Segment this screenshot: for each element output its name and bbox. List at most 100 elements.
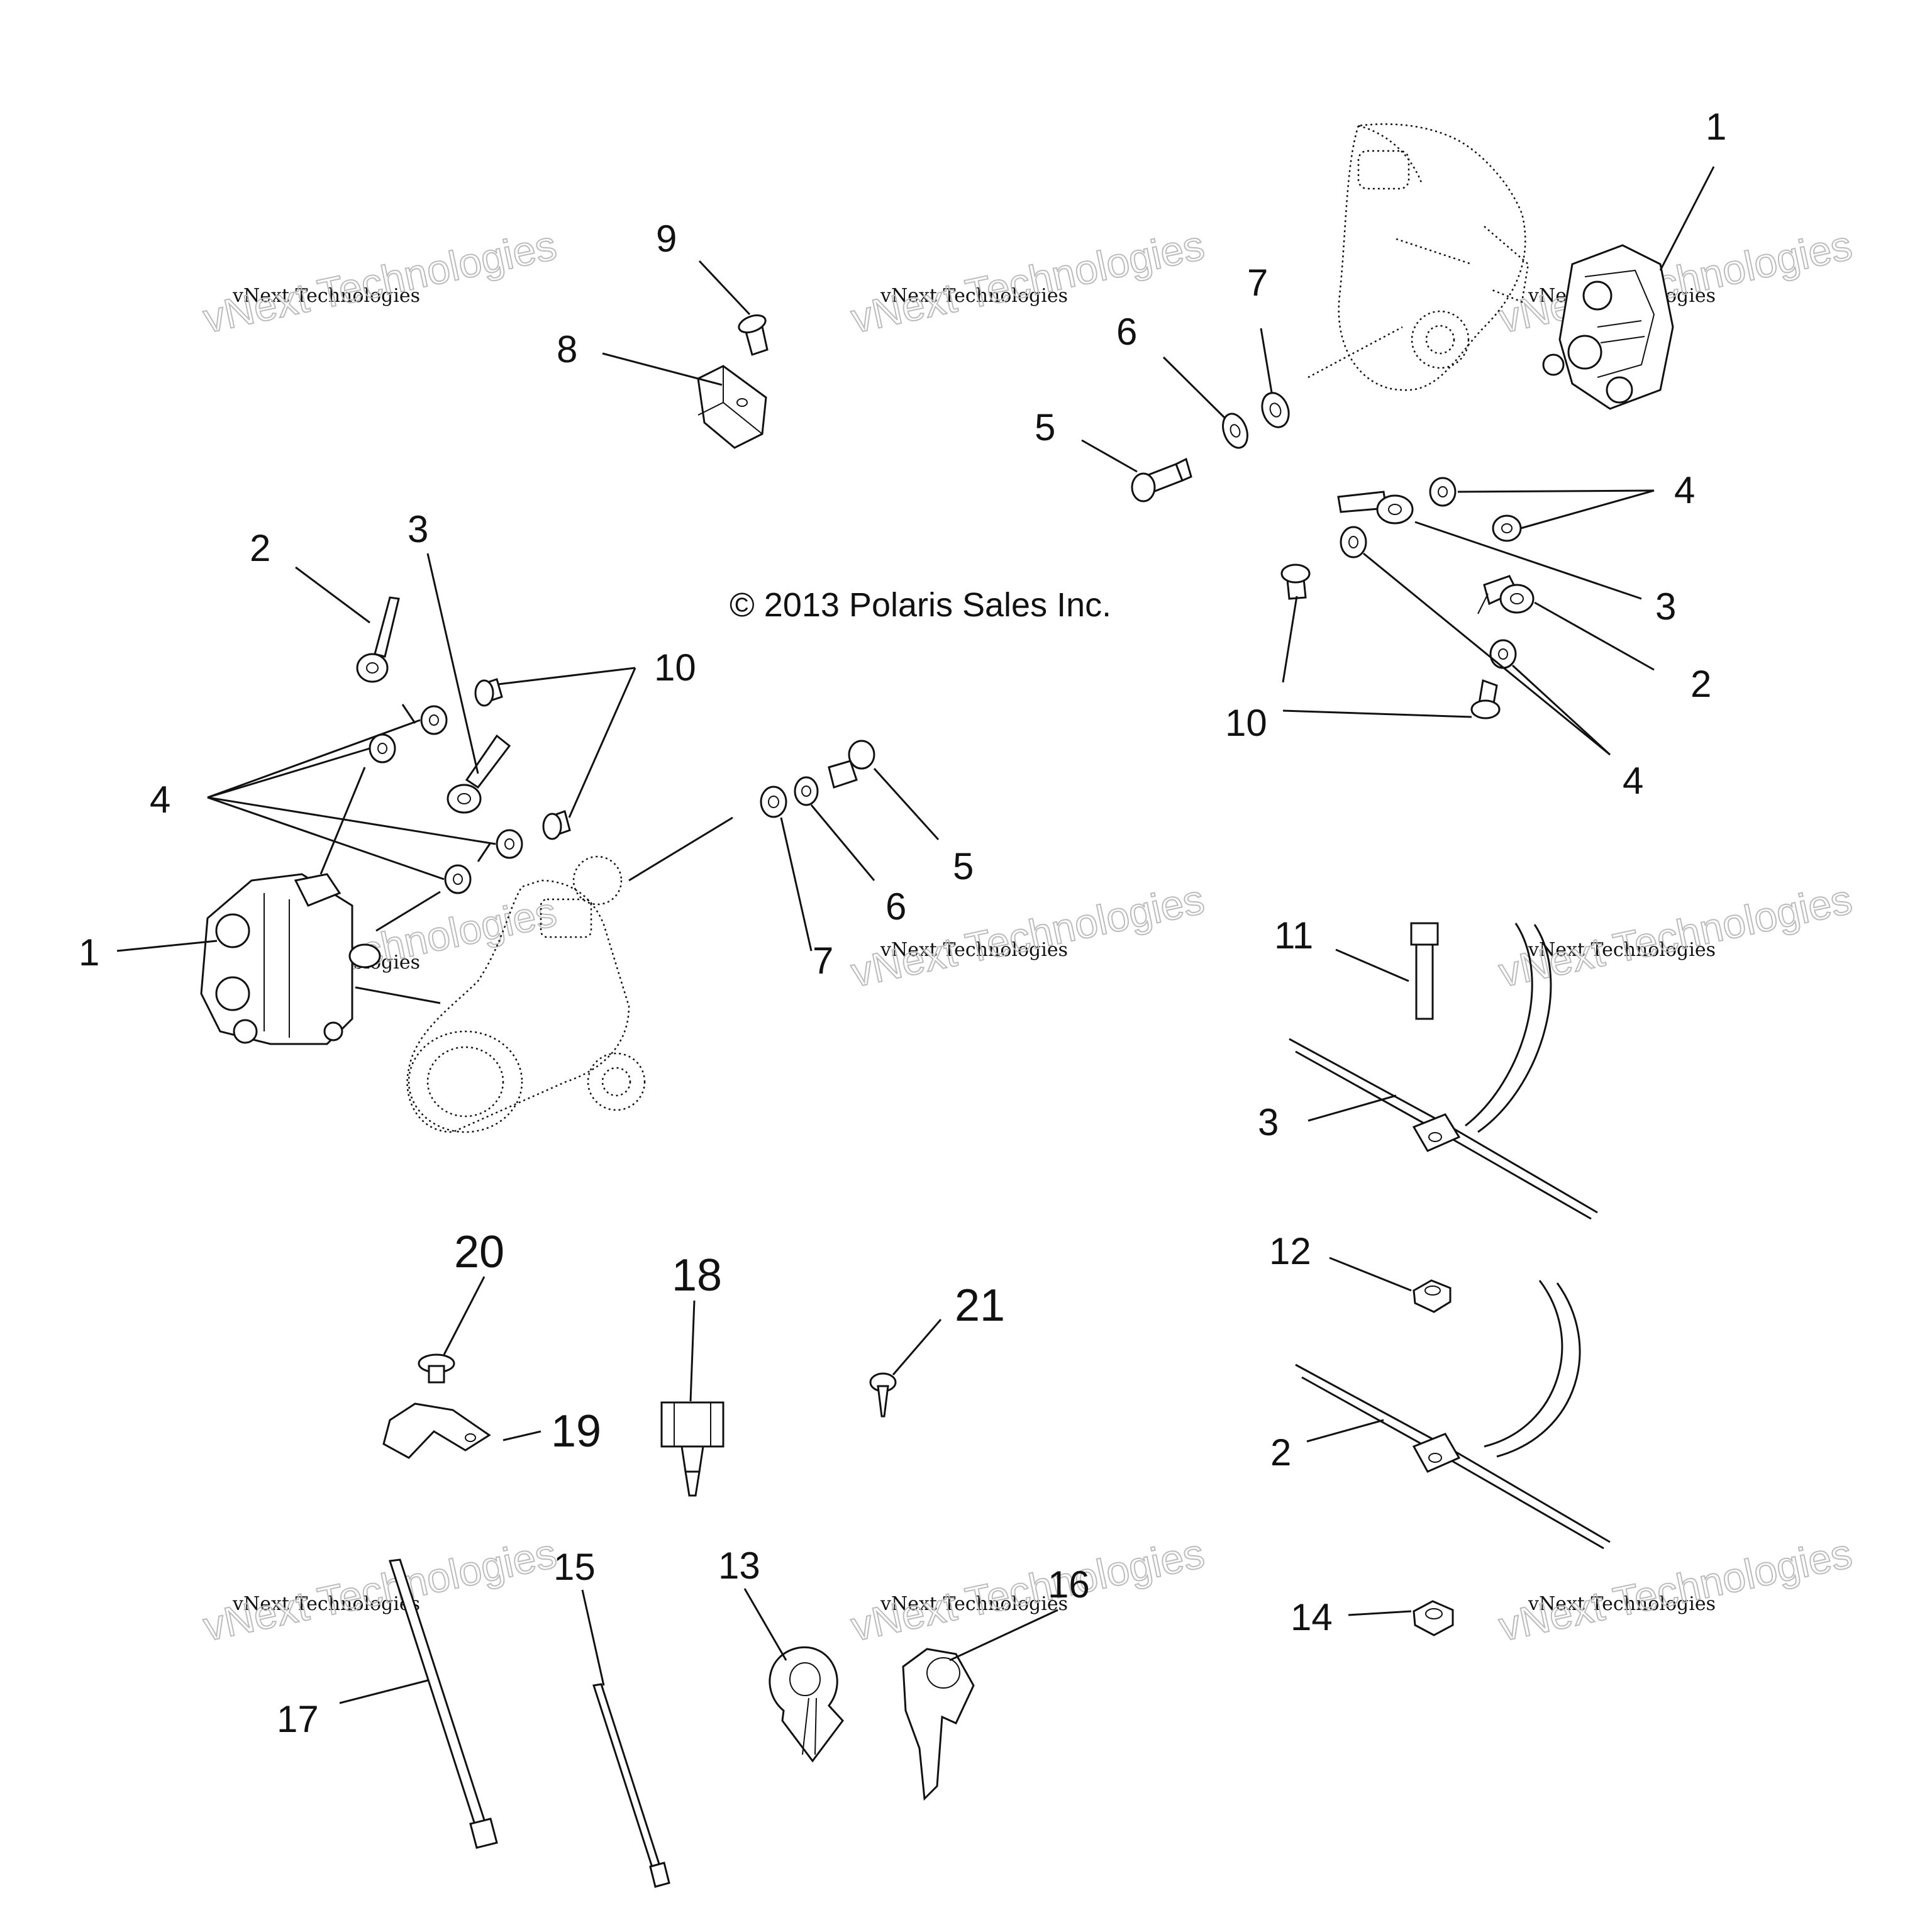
callout-2-cable: 2: [1270, 1431, 1291, 1474]
leader-4-right-d: [1511, 664, 1611, 756]
copyright-notice: © 2013 Polaris Sales Inc.: [730, 586, 1111, 624]
screw-20: [418, 1353, 455, 1384]
watermark-text-large: vNext Technologies: [199, 1530, 560, 1650]
leader-5-mid: [873, 767, 940, 841]
leader-17: [339, 1679, 428, 1704]
brake-caliper-top-right: [1542, 244, 1674, 410]
watermark-text-small: vNext Technologies: [232, 1593, 420, 1615]
watermark-text-small: vNext Technologies: [880, 939, 1068, 961]
leader-13: [743, 1588, 787, 1661]
screw-21: [869, 1372, 897, 1418]
leader-6-top: [1162, 356, 1226, 419]
watermark-text-small: vNext Technologies: [880, 1593, 1068, 1615]
banjo-fitting-2-right: [1477, 575, 1535, 614]
watermark-text-small: vNext Technologies: [1528, 1593, 1716, 1615]
washer-4-right-b: [1492, 514, 1522, 542]
watermark-6: vNext Technologies vNext Technologies: [1494, 875, 1857, 996]
callout-5-mid: 5: [953, 845, 974, 887]
leader-4-left-c: [207, 796, 496, 845]
leader-washer-c: [477, 842, 492, 862]
watermark-text-small: vNext Technologies: [880, 285, 1068, 307]
leader-10-left-a: [497, 667, 636, 686]
callout-4-left: 4: [150, 779, 170, 821]
brake-caliper-left: [200, 873, 381, 1045]
callout-17: 17: [277, 1698, 319, 1740]
washer-4-right-a: [1429, 477, 1457, 507]
callout-14: 14: [1291, 1596, 1333, 1638]
leader-knuckle-bolt: [628, 816, 733, 882]
leader-3-left: [426, 553, 479, 774]
watermark-text-large: vNext Technologies: [847, 1530, 1208, 1650]
watermark-9: vNext Technologies vNext Technologies: [1494, 1529, 1857, 1650]
brake-line-2: [1295, 1280, 1611, 1550]
leader-18: [689, 1300, 696, 1402]
washer-6-mid: [794, 776, 819, 806]
bolt-5-mid: [828, 740, 875, 789]
knuckle-top-right: [1307, 123, 1530, 391]
leader-4-right-b: [1520, 489, 1655, 530]
leader-3-cable: [1307, 1094, 1397, 1122]
callout-1-top: 1: [1706, 106, 1726, 148]
callout-15: 15: [553, 1546, 596, 1588]
leader-19: [502, 1430, 541, 1441]
banjo-fitting-2-left: [356, 596, 400, 683]
leader-10-right-a: [1282, 596, 1298, 683]
leader-1-left: [116, 940, 218, 952]
callout-5-top: 5: [1035, 406, 1055, 448]
bolt-10-left-b: [542, 810, 571, 840]
callout-2-right: 2: [1690, 663, 1711, 705]
watermark-2: vNext Technologies vNext Technologies: [847, 221, 1209, 342]
callout-16: 16: [1048, 1563, 1090, 1606]
screw-9: [738, 314, 769, 356]
callout-13: 13: [718, 1545, 760, 1587]
leader-4-right-c: [1363, 552, 1611, 756]
leader-washer-a: [401, 704, 416, 724]
callout-7-top: 7: [1247, 262, 1268, 304]
bolt-5-top: [1131, 457, 1192, 502]
leader-caliper-knuckle: [355, 986, 441, 1004]
watermark-1: vNext Technologies vNext Technologies: [199, 221, 561, 342]
banjo-fitting-3-left: [447, 734, 511, 814]
callout-2-left: 2: [250, 527, 270, 569]
leader-washer-b: [319, 767, 366, 875]
leader-2-cable: [1306, 1419, 1384, 1443]
watermark-8: vNext Technologies vNext Technologies: [847, 1529, 1209, 1650]
leader-20: [443, 1276, 486, 1355]
leader-4-right-a: [1457, 489, 1655, 493]
watermark-text-large: vNext Technologies: [847, 221, 1208, 341]
leader-2-left: [295, 566, 370, 624]
callout-1-left: 1: [79, 931, 99, 974]
callout-10-left: 10: [654, 647, 696, 689]
push-clip-13: [769, 1646, 844, 1763]
leader-16: [949, 1609, 1058, 1662]
callout-4-right-bottom: 4: [1623, 760, 1643, 802]
nut-14: [1413, 1600, 1454, 1636]
callout-9: 9: [656, 218, 677, 260]
washer-6-top: [1222, 413, 1248, 449]
leader-9: [698, 260, 751, 316]
washer-7-mid: [760, 786, 787, 818]
leader-5-top: [1081, 439, 1138, 473]
leader-21: [892, 1319, 942, 1375]
leader-4-left-b: [207, 747, 370, 799]
leader-7-mid: [780, 817, 813, 952]
washer-4-left-b: [369, 733, 396, 763]
callout-4-right-top: 4: [1674, 469, 1695, 511]
leader-2-right: [1534, 601, 1655, 671]
callout-7-mid: 7: [813, 940, 833, 982]
watermark-text-large: vNext Technologies: [1495, 1530, 1856, 1650]
washer-4-left-c: [496, 829, 523, 859]
watermark-text-large: vNext Technologies: [199, 221, 560, 341]
bolt-10-right-a: [1280, 564, 1311, 600]
bracket-8: [697, 365, 767, 449]
leader-4-left-a: [207, 719, 421, 799]
leader-7-top: [1260, 328, 1273, 393]
leader-8: [602, 352, 723, 386]
leader-15: [581, 1589, 605, 1686]
leader-14: [1348, 1610, 1412, 1616]
cable-tie-15: [592, 1683, 670, 1888]
leader-12: [1329, 1257, 1412, 1292]
clip-16: [902, 1648, 975, 1801]
washer-4-left-a: [420, 705, 448, 735]
washer-4-left-d: [444, 864, 472, 894]
